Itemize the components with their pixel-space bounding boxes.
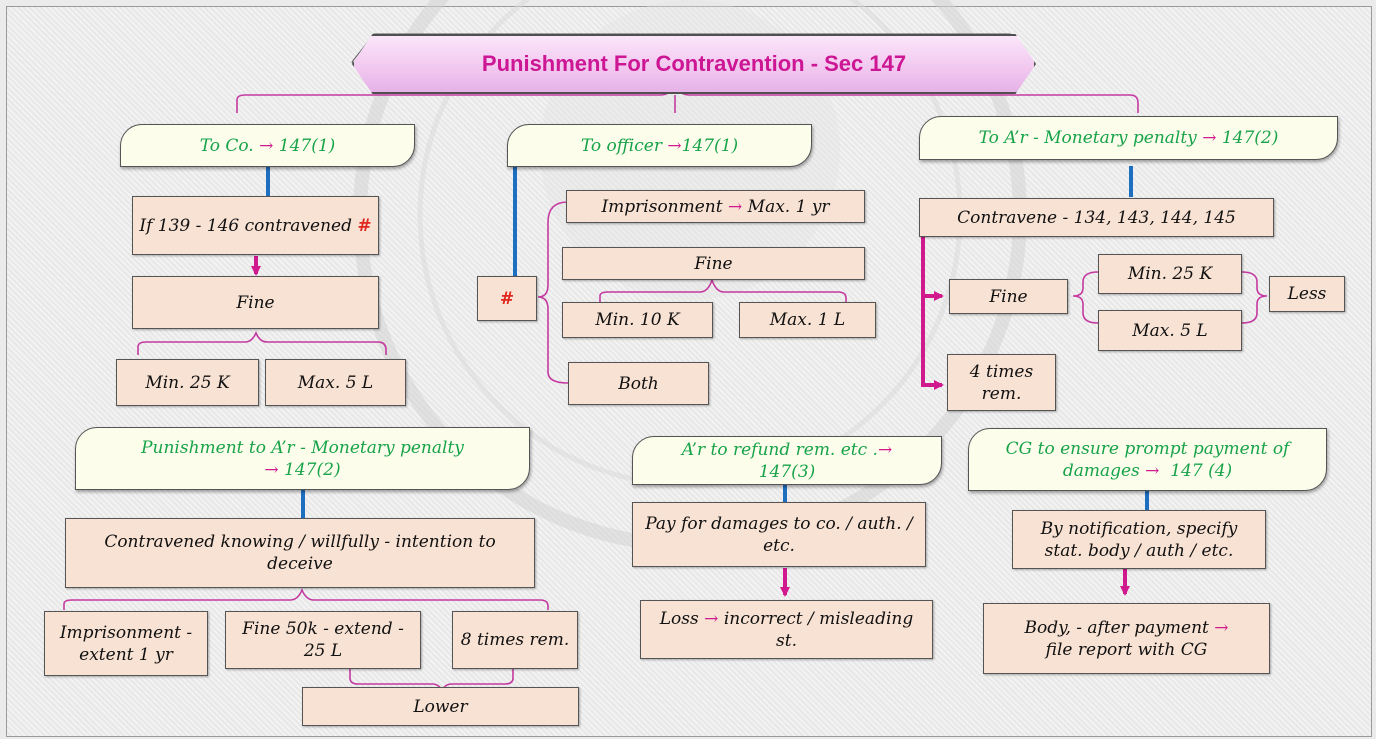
ar-imprisonment-label: Imprisonment - extent 1 yr [59,622,193,665]
arrow-right-icon: → [259,135,274,156]
header-ar-refund: A’r to refund rem. etc .→ 147(3) [632,436,942,485]
header-ar-monetary-label: To A’r - Monetary penalty [978,128,1197,148]
co-max-box: Max. 5 L [265,359,406,406]
officer-both-label: Both [618,373,659,394]
header-to-co-ref: 147(1) [278,135,336,156]
ar-fine-label: Fine [989,286,1028,307]
page-title: Punishment For Contravention - Sec 147 [352,34,1036,94]
ar-contravened-box: Contravened knowing / willfully - intent… [65,518,535,588]
ar-pay-label: Pay for damages to co. / auth. / etc. [645,513,913,556]
ar-loss-label: Loss [659,608,699,629]
co-condition-box: If 139 - 146 contravened # [132,196,379,255]
header-cg-label: CG to ensure prompt payment of damages [1005,438,1290,481]
header-ar-refund-ref: 147(3) [758,461,816,482]
officer-imprisonment-max: Max. 1 yr [747,196,830,217]
officer-fine-box: Fine [562,247,865,280]
co-min-box: Min. 25 K [116,359,259,406]
ar-8times-label: 8 times rem. [460,630,570,650]
officer-both-box: Both [568,362,709,405]
ar-contravened-label: Contravened knowing / willfully - intent… [104,532,496,574]
co-fine-box: Fine [132,276,379,329]
arrow-right-icon: → [264,459,279,480]
hash-marker: # [357,215,372,236]
cg-body-label: Body, - after payment [1024,617,1209,638]
lower-box: Lower [302,687,579,726]
ar-less-label: Less [1287,284,1327,304]
arrow-right-icon: → [667,135,682,156]
arrow-right-icon: → [877,439,893,460]
officer-fine-label: Fine [694,253,733,274]
ar-8times-box: 8 times rem. [452,611,578,669]
arrow-right-icon: → [1145,460,1160,481]
header-to-officer: To officer →147(1) [507,124,812,167]
officer-imprisonment-label: Imprisonment [601,196,723,217]
co-fine-label: Fine [236,292,275,313]
cg-body-box: Body, - after payment → file report with … [983,603,1270,674]
header-to-officer-ref: 147(1) [681,135,739,156]
header-ar-punishment-label: Punishment to A’r - Monetary penalty [141,437,464,458]
ar-imprisonment-box: Imprisonment - extent 1 yr [44,611,208,676]
header-ar-punishment-ref: 147(2) [284,459,341,480]
ar-contravene-box: Contravene - 134, 143, 144, 145 [919,198,1274,237]
ar-fine-range-label: Fine 50k - extend - 25 L [242,619,404,661]
ar-loss-rest: incorrect / misleading st. [723,608,914,651]
ar-loss-box: Loss → incorrect / misleading st. [640,600,933,659]
ar-times-box: 4 times rem. [947,354,1056,411]
ar-max-label: Max. 5 L [1132,320,1208,341]
arrow-right-icon: → [728,196,743,217]
ar-fine-range-box: Fine 50k - extend - 25 L [225,611,421,669]
ar-times-label: 4 times rem. [969,361,1034,404]
officer-max-box: Max. 1 L [739,302,876,338]
header-ar-monetary: To A’r - Monetary penalty → 147(2) [919,116,1338,160]
header-to-co: To Co. → 147(1) [120,124,415,167]
arrow-right-icon: → [1214,617,1229,638]
ar-less-box: Less [1269,276,1345,312]
ar-max-box: Max. 5 L [1098,310,1242,351]
cg-notification-label: By notification, specify stat. body / au… [1040,518,1238,561]
officer-imprisonment-box: Imprisonment → Max. 1 yr [566,190,865,223]
ar-min-box: Min. 25 K [1098,254,1242,294]
header-to-co-label: To Co. [199,135,254,156]
officer-min-box: Min. 10 K [562,302,713,338]
header-ar-punishment: Punishment to A’r - Monetary penalty→ 14… [75,427,530,490]
ar-min-label: Min. 25 K [1127,264,1213,284]
header-cg: CG to ensure prompt payment of damages →… [968,428,1327,491]
ar-fine-box: Fine [949,279,1068,314]
lower-label: Lower [413,696,468,717]
hash-marker: # [499,288,515,309]
arrow-right-icon: → [704,608,719,629]
co-max-label: Max. 5 L [297,372,374,393]
arrow-right-icon: → [1202,128,1217,148]
header-cg-ref: 147 (4) [1170,460,1233,481]
co-min-label: Min. 25 K [145,372,230,393]
cg-notification-box: By notification, specify stat. body / au… [1012,510,1266,569]
header-ar-monetary-ref: 147(2) [1221,128,1279,148]
officer-hash-box: # [477,276,537,321]
officer-min-label: Min. 10 K [595,310,680,330]
ar-pay-box: Pay for damages to co. / auth. / etc. [632,502,926,567]
officer-max-label: Max. 1 L [769,310,846,330]
header-to-officer-label: To officer [580,135,662,156]
co-condition-text: If 139 - 146 contravened [139,215,352,236]
header-ar-refund-label: A’r to refund rem. etc . [681,439,878,460]
cg-body-rest: file report with CG [1045,639,1208,660]
ar-contravene-label: Contravene - 134, 143, 144, 145 [957,207,1236,228]
